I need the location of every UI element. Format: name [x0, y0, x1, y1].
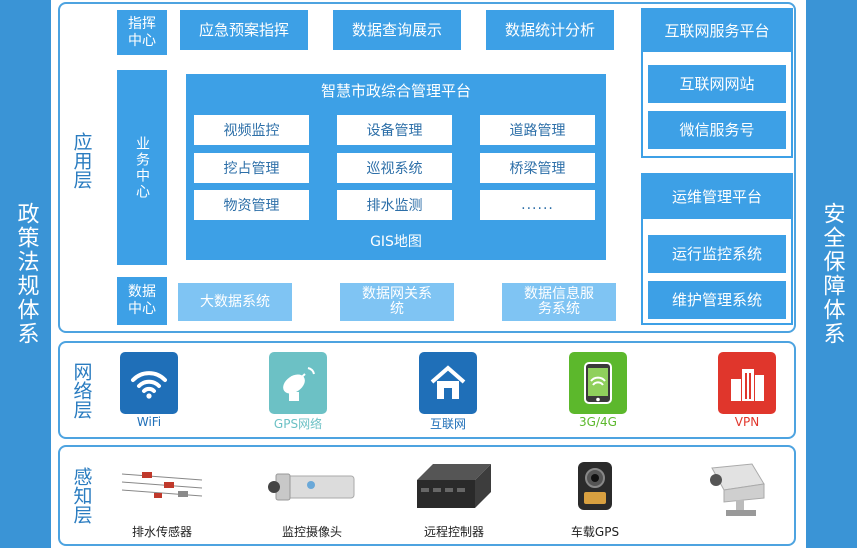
platform-title: 智慧市政综合管理平台 — [320, 82, 471, 100]
module-2[interactable]: 道路管理 — [480, 115, 595, 145]
data-item-1[interactable]: 数据网关系统 — [340, 283, 454, 321]
remote-controller-caption: 远程控制器 — [423, 525, 484, 539]
module-5[interactable]: 桥梁管理 — [480, 153, 595, 183]
security-guarantee-label: 安全保障体系 — [819, 202, 845, 346]
ops-item-0[interactable]: 运行监控系统 — [648, 235, 786, 273]
gps-network-caption: GPS网络 — [273, 417, 323, 431]
house-icon — [419, 352, 477, 414]
module-7[interactable]: 排水监测 — [337, 190, 452, 220]
building-icon — [718, 352, 776, 414]
command-item-1[interactable]: 数据查询展示 — [333, 10, 461, 50]
bullet-camera-icon — [704, 460, 776, 520]
policy-regulation-label: 政策法规体系 — [13, 202, 39, 346]
drain-sensor-caption: 排水传感器 — [131, 525, 192, 539]
application-layer-label: 应用层 — [70, 131, 93, 189]
vpn-caption: VPN — [734, 415, 760, 429]
security-guarantee-bar: 安全保障体系 — [806, 0, 857, 548]
command-center-label: 指挥中心 — [117, 10, 167, 55]
satellite-dish-icon — [269, 352, 327, 414]
perception-layer-label: 感知层 — [70, 466, 93, 524]
business-center-label: 业务中心 — [117, 70, 167, 265]
mobile-phone-icon — [569, 352, 627, 414]
internet-platform-title: 互联网服务平台 — [643, 10, 791, 52]
data-center-label: 数据中心 — [117, 277, 167, 325]
camera-icon — [266, 468, 358, 508]
module-1[interactable]: 设备管理 — [337, 115, 452, 145]
module-8: ...... — [480, 190, 595, 220]
command-item-0[interactable]: 应急预案指挥 — [180, 10, 308, 50]
gps-device-icon — [570, 458, 620, 516]
module-4[interactable]: 巡视系统 — [337, 153, 452, 183]
camera-caption: 监控摄像头 — [281, 525, 342, 539]
ops-item-1[interactable]: 维护管理系统 — [648, 281, 786, 319]
internet-caption: 互联网 — [429, 417, 466, 431]
data-item-2[interactable]: 数据信息服务系统 — [502, 283, 616, 321]
policy-regulation-bar: 政策法规体系 — [0, 0, 51, 548]
internet-item-0[interactable]: 互联网网站 — [648, 65, 786, 103]
wifi-icon — [120, 352, 178, 414]
network-layer-label: 网络层 — [70, 361, 93, 419]
module-6[interactable]: 物资管理 — [194, 190, 309, 220]
internet-item-1[interactable]: 微信服务号 — [648, 111, 786, 149]
module-3[interactable]: 挖占管理 — [194, 153, 309, 183]
gis-map-bar[interactable]: GIS地图 — [186, 228, 606, 256]
data-item-0[interactable]: 大数据系统 — [178, 283, 292, 321]
ops-platform-title: 运维管理平台 — [643, 175, 791, 219]
command-item-2[interactable]: 数据统计分析 — [486, 10, 614, 50]
sensor-icon — [118, 466, 206, 506]
controller-icon — [413, 458, 495, 514]
mobile-network-caption: 3G/4G — [579, 415, 617, 429]
vehicle-gps-caption: 车载GPS — [570, 525, 620, 539]
module-0[interactable]: 视频监控 — [194, 115, 309, 145]
wifi-caption: WiFi — [136, 415, 162, 429]
